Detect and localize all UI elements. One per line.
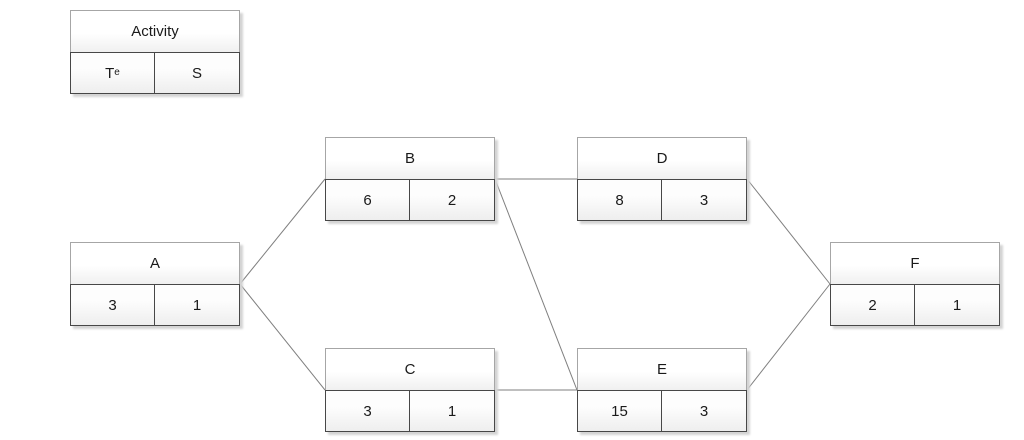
activity-values: 2 1	[830, 284, 1000, 326]
te-value: 6	[326, 180, 410, 220]
activity-values: 3 1	[70, 284, 240, 326]
s-value: 2	[447, 191, 457, 209]
activity-name: F	[830, 242, 1000, 284]
activity-node-d: D 8 3	[577, 137, 747, 221]
legend-te-subscript: e	[114, 67, 120, 78]
te-value: 15	[578, 391, 662, 431]
te-value: 8	[578, 180, 662, 220]
activity-name: D	[577, 137, 747, 179]
activity-node-c: C 3 1	[325, 348, 495, 432]
edge-D-F	[746, 178, 831, 285]
legend-s-label: S	[191, 64, 202, 82]
edge-B-E	[494, 178, 578, 391]
activity-values: 6 2	[325, 179, 495, 221]
edge-A-C	[239, 283, 326, 391]
activity-name: A	[70, 242, 240, 284]
activity-node-b: B 6 2	[325, 137, 495, 221]
activity-node-a: A 3 1	[70, 242, 240, 326]
activity-values: 8 3	[577, 179, 747, 221]
activity-name: B	[325, 137, 495, 179]
s-value: 3	[699, 191, 709, 209]
s-value: 1	[952, 296, 962, 314]
activity-name: C	[325, 348, 495, 390]
te-value: 3	[326, 391, 410, 431]
s-value: 1	[447, 402, 457, 420]
activity-node-f: F 2 1	[830, 242, 1000, 326]
activity-values: 15 3	[577, 390, 747, 432]
te-value: 3	[71, 285, 155, 325]
s-value: 3	[699, 402, 709, 420]
legend-title: Activity	[70, 10, 240, 52]
s-value: 1	[192, 296, 202, 314]
te-value: 2	[831, 285, 915, 325]
activity-values: 3 1	[325, 390, 495, 432]
edge-A-B	[239, 178, 326, 285]
legend-te-main: T	[105, 64, 115, 82]
activity-node-e: E 15 3	[577, 348, 747, 432]
activity-name: E	[577, 348, 747, 390]
edge-E-F	[746, 283, 831, 391]
